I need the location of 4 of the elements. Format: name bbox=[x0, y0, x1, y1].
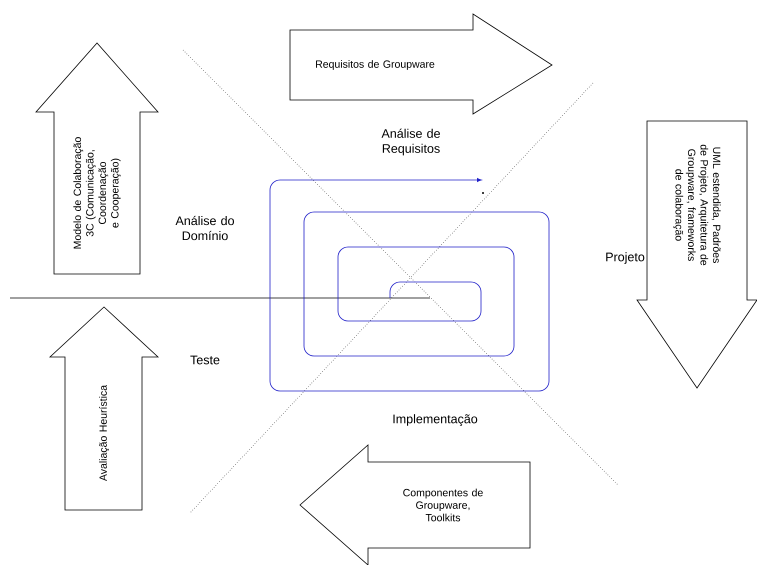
phase-label: Análise de Requisitos bbox=[382, 128, 440, 156]
phase-label: Teste bbox=[190, 356, 220, 364]
phase-label: Implementação bbox=[393, 414, 478, 426]
phase-label: Análise do Domínio bbox=[176, 216, 234, 240]
